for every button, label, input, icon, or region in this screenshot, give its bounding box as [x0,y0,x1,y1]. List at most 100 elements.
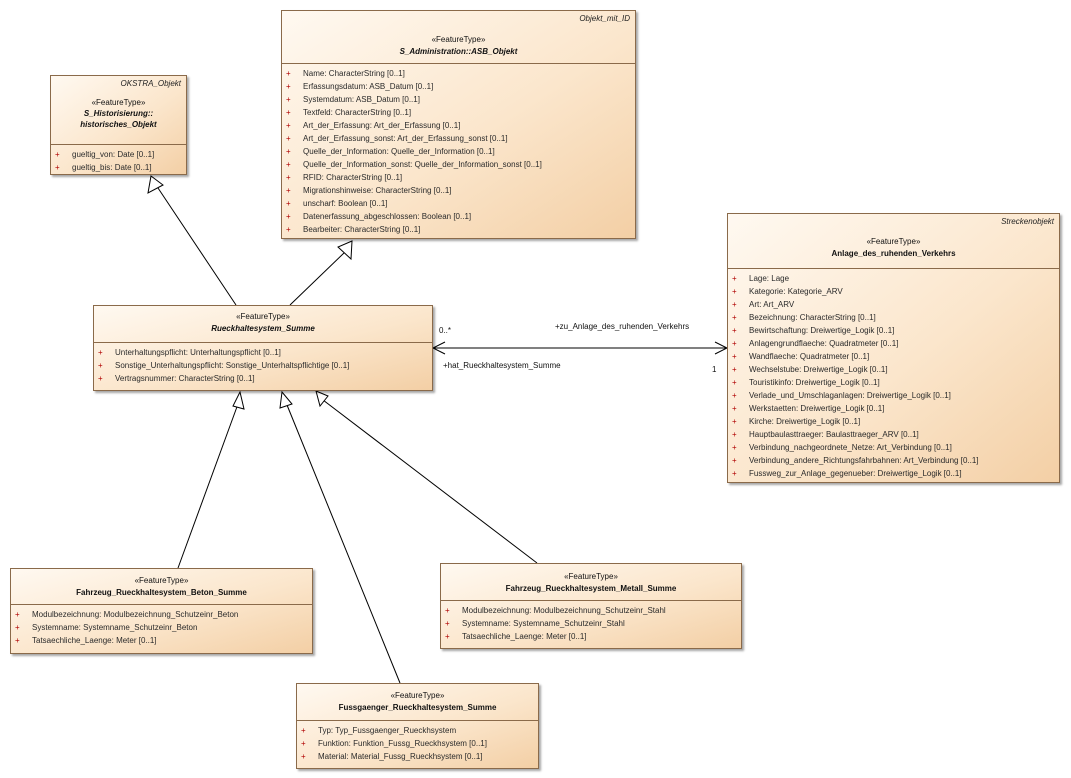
attribute-row[interactable]: +Unterhaltungspflicht: Unterhaltungspfli… [94,346,432,359]
attribute-row[interactable]: +Sonstige_Unterhaltungspflicht: Sonstige… [94,359,432,372]
public-visibility-marker: + [445,632,450,641]
generalization-line[interactable] [286,404,401,684]
attribute-row[interactable]: +Material: Material_Fussg_Rueckhsystem [… [297,750,538,763]
attribute-row[interactable]: +Migrationshinweise: CharacterString [0.… [282,184,635,197]
class-name: Fahrzeug_Rueckhaltesystem_Metall_Summe [505,584,677,593]
generalization-line[interactable] [157,187,237,306]
public-visibility-marker: + [15,610,20,619]
attribute-text: Systemname: Systemname_Schutzeinr_Stahl [462,619,625,628]
attribute-row[interactable]: +Modulbezeichnung: Modulbezeichnung_Schu… [11,608,312,621]
attribute-text: Verbindung_nachgeordnete_Netze: Art_Verb… [749,443,952,452]
class-header: «FeatureType» Fussgaenger_Rueckhaltesyst… [297,684,538,721]
attribute-text: Name: CharacterString [0..1] [303,69,405,78]
generalization-line[interactable] [177,403,239,569]
attribute-text: Art: Art_ARV [749,300,795,309]
attribute-row[interactable]: +Vertragsnummer: CharacterString [0..1] [94,372,432,385]
attribute-row[interactable]: +RFID: CharacterString [0..1] [282,171,635,184]
attribute-text: Art_der_Erfassung: Art_der_Erfassung [0.… [303,121,461,130]
stereotype-label: «FeatureType» [564,572,618,581]
attribute-row[interactable]: +Bezeichnung: CharacterString [0..1] [728,311,1059,324]
attribute-row[interactable]: +Touristikinfo: Dreiwertige_Logik [0..1] [728,376,1059,389]
attribute-row[interactable]: +Wechselstube: Dreiwertige_Logik [0..1] [728,363,1059,376]
generalization-line[interactable] [322,399,538,564]
class-name: Anlage_des_ruhenden_Verkehrs [831,249,956,258]
attribute-row[interactable]: +Erfassungsdatum: ASB_Datum [0..1] [282,80,635,93]
attribute-text: Quelle_der_Information: Quelle_der_Infor… [303,147,495,156]
attribute-text: Datenerfassung_abgeschlossen: Boolean [0… [303,212,472,221]
class-fussgaenger-rueckhaltesystem-summe[interactable]: «FeatureType» Fussgaenger_Rueckhaltesyst… [296,683,539,769]
attribute-row[interactable]: +Anlagengrundflaeche: Quadratmeter [0..1… [728,337,1059,350]
attribute-row[interactable]: +Wandflaeche: Quadratmeter [0..1] [728,350,1059,363]
attribute-row[interactable]: +Verlade_und_Umschlaganlagen: Dreiwertig… [728,389,1059,402]
attribute-text: Verlade_und_Umschlaganlagen: Dreiwertige… [749,391,951,400]
attribute-row[interactable]: +Funktion: Funktion_Fussg_Rueckhsystem [… [297,737,538,750]
class-rueckhaltesystem-summe[interactable]: «FeatureType» Rueckhaltesystem_Summe +Un… [93,305,433,391]
generalization-arrowhead [232,390,245,410]
class-historisches-objekt[interactable]: OKSTRA_Objekt «FeatureType» S_Historisie… [50,75,187,175]
class-fahrzeug-rueckhaltesystem-metall-summe[interactable]: «FeatureType» Fahrzeug_Rueckhaltesystem_… [440,563,742,649]
attribute-row[interactable]: +Fussweg_zur_Anlage_gegenueber: Dreiwert… [728,467,1059,480]
attribute-text: Tatsaechliche_Laenge: Meter [0..1] [32,636,157,645]
attribute-row[interactable]: +Hauptbaulasttraeger: Baulasttraeger_ARV… [728,428,1059,441]
attribute-row[interactable]: + Art: Art_ARV [728,298,1059,311]
attribute-row[interactable]: + Systemname: Systemname_Schutzeinr_Stahl [441,617,741,630]
class-name: S_Administration::ASB_Objekt [399,47,518,56]
attribute-text: Systemname: Systemname_Schutzeinr_Beton [32,623,198,632]
public-visibility-marker: + [286,199,291,208]
attribute-row[interactable]: +Modulbezeichnung: Modulbezeichnung_Schu… [441,604,741,617]
association-multiplicity-target: 1 [712,365,717,374]
public-visibility-marker: + [732,300,737,309]
attribute-row[interactable]: +Systemdatum: ASB_Datum [0..1] [282,93,635,106]
class-header: Streckenobjekt «FeatureType» Anlage_des_… [728,214,1059,269]
attribute-row[interactable]: +Werkstaetten: Dreiwertige_Logik [0..1] [728,402,1059,415]
attribute-text: Wechselstube: Dreiwertige_Logik [0..1] [749,365,888,374]
attribute-text: Systemdatum: ASB_Datum [0..1] [303,95,420,104]
attribute-text: Vertragsnummer: CharacterString [0..1] [115,374,255,383]
association-role-target: +zu_Anlage_des_ruhenden_Verkehrs [555,322,690,331]
attribute-row[interactable]: +Kategorie: Kategorie_ARV [728,285,1059,298]
attribute-row[interactable]: + Name: CharacterString [0..1] [282,67,635,80]
attribute-row[interactable]: +Lage: Lage [728,272,1059,285]
attribute-list: +Modulbezeichnung: Modulbezeichnung_Schu… [441,601,741,643]
attribute-row[interactable]: +gueltig_von: Date [0..1] [51,148,186,161]
attribute-row[interactable]: +Textfeld: CharacterString [0..1] [282,106,635,119]
stereotype-tag: Streckenobjekt [1001,217,1054,226]
public-visibility-marker: + [286,69,291,78]
public-visibility-marker: + [445,619,450,628]
public-visibility-marker: + [732,443,737,452]
association-multiplicity-source: 0..* [439,326,452,335]
attribute-row[interactable]: +Verbindung_andere_Richtungsfahrbahnen: … [728,454,1059,467]
attribute-row[interactable]: + Verbindung_nachgeordnete_Netze: Art_Ver… [728,441,1059,454]
class-asb-objekt[interactable]: Objekt_mit_ID «FeatureType» S_Administra… [281,10,636,239]
class-fahrzeug-rueckhaltesystem-beton-summe[interactable]: «FeatureType» Fahrzeug_Rueckhaltesystem_… [10,568,313,654]
attribute-row[interactable]: +Art_der_Erfassung_sonst: Art_der_Erfass… [282,132,635,145]
public-visibility-marker: + [98,348,103,357]
public-visibility-marker: + [286,147,291,156]
attribute-text: Tatsaechliche_Laenge: Meter [0..1] [462,632,587,641]
attribute-row[interactable]: + Quelle_der_Information: Quelle_der_Info… [282,145,635,158]
attribute-row[interactable]: +Datenerfassung_abgeschlossen: Boolean [… [282,210,635,223]
attribute-row[interactable]: +gueltig_bis: Date [0..1] [51,161,186,174]
stereotype-label: «FeatureType» [866,237,921,246]
attribute-row[interactable]: +Tatsaechliche_Laenge: Meter [0..1] [11,634,312,647]
attribute-text: Kirche: Dreiwertige_Logik [0..1] [749,417,861,426]
public-visibility-marker: + [286,186,291,195]
public-visibility-marker: + [732,430,737,439]
public-visibility-marker: + [55,163,60,172]
attribute-row[interactable]: +Art_der_Erfassung: Art_der_Erfassung [0… [282,119,635,132]
generalization-line[interactable] [289,251,346,306]
public-visibility-marker: + [286,160,291,169]
class-header: Objekt_mit_ID «FeatureType» S_Administra… [282,11,635,64]
attribute-row[interactable]: +unscharf: Boolean [0..1] [282,197,635,210]
attribute-text: Sonstige_Unterhaltungspflicht: Sonstige_… [115,361,350,370]
attribute-row[interactable]: +Quelle_der_Information_sonst: Quelle_de… [282,158,635,171]
attribute-row[interactable]: +Systemname: Systemname_Schutzeinr_Beton [11,621,312,634]
public-visibility-marker: + [732,404,737,413]
attribute-row[interactable]: +Bewirtschaftung: Dreiwertige_Logik [0..… [728,324,1059,337]
class-anlage-des-ruhenden-verkehrs[interactable]: Streckenobjekt «FeatureType» Anlage_des_… [727,213,1060,483]
attribute-row[interactable]: +Bearbeiter: CharacterString [0..1] [282,223,635,236]
attribute-row[interactable]: +Kirche: Dreiwertige_Logik [0..1] [728,415,1059,428]
attribute-text: gueltig_von: Date [0..1] [72,150,155,159]
attribute-row[interactable]: +Typ: Typ_Fussgaenger_Rueckhsystem [297,724,538,737]
attribute-row[interactable]: + Tatsaechliche_Laenge: Meter [0..1] [441,630,741,643]
